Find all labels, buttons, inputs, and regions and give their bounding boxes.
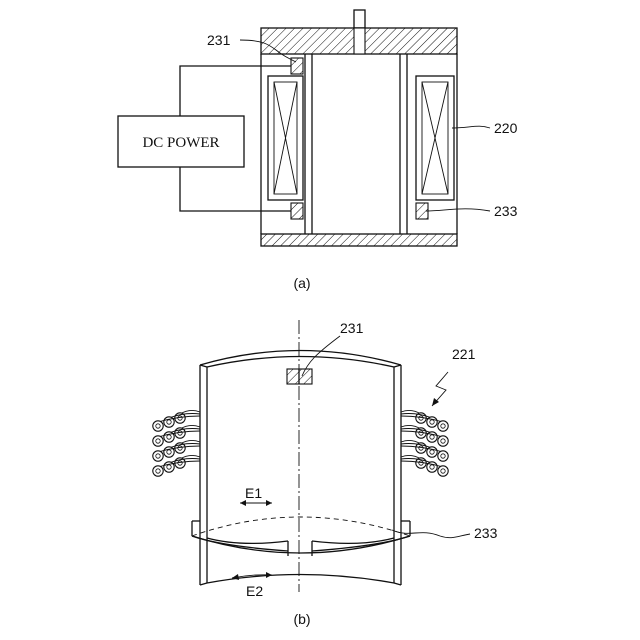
bottom-plate [261,234,457,246]
winding-turn [438,436,448,446]
winding-turn [438,421,448,431]
figure-b: E1 E2 231 221 233 (b) [153,320,498,627]
ref-231-b: 231 [340,320,364,336]
shaft [354,10,365,28]
ref-233-a: 233 [494,203,518,219]
electrode-233-left [291,203,303,219]
winding-turn [153,466,163,476]
label-e2: E2 [246,583,263,599]
leader-233-a [426,209,490,211]
caption-a: (a) [293,275,310,291]
coil-left [268,76,303,200]
ref-233-b: 233 [474,525,498,541]
winding-turn [153,421,163,431]
figure-a: DC POWER 231 220 233 (a) [118,10,518,291]
leader-233-b [392,530,470,538]
ref-231-a: 231 [207,32,231,48]
leader-220 [452,126,490,128]
winding-turn [153,451,163,461]
coil-right [416,76,454,200]
ring-electrode-233 [192,517,410,556]
dc-power-label: DC POWER [142,135,219,151]
ref-220: 220 [494,120,518,136]
winding-turn [438,466,448,476]
winding-turn [438,451,448,461]
coil-windings-left [153,410,200,476]
coil-windings-right [401,410,448,476]
winding-turn [153,436,163,446]
caption-b: (b) [293,611,310,627]
ref-221: 221 [452,346,476,362]
label-e1: E1 [245,485,262,501]
